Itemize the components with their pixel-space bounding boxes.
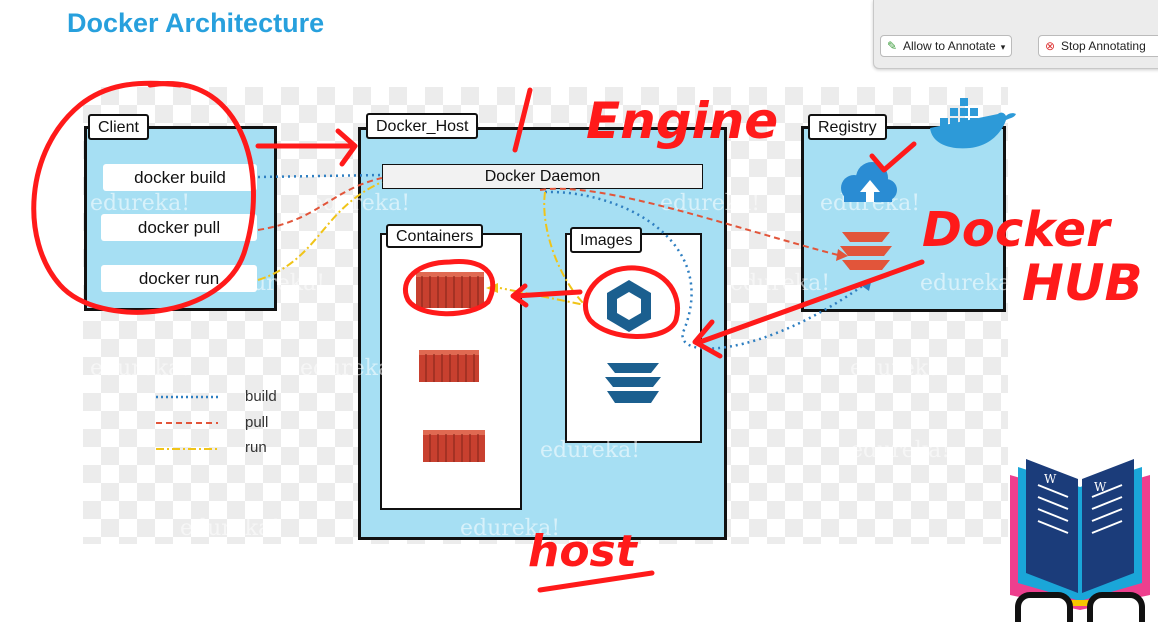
docker-whale-logo — [930, 98, 1016, 149]
image-circle-annotation — [583, 265, 680, 339]
legend-pull-label: pull — [245, 414, 269, 431]
legend-build-label: build — [245, 388, 277, 405]
svg-text:W: W — [1094, 480, 1107, 494]
daemon-pull-line — [539, 187, 839, 256]
docker-build-command: docker build — [103, 164, 257, 191]
watermark-text: edureka! — [920, 271, 1020, 296]
watermark-text: edureka! — [850, 356, 950, 381]
watermark-text: edureka! — [225, 271, 325, 296]
host-annotation: host — [528, 526, 639, 577]
watermark-text: edureka! — [850, 438, 950, 463]
book-glasses-logo: W W — [1010, 459, 1150, 622]
slash-annotation — [512, 87, 533, 153]
container-icon — [423, 430, 485, 462]
red-annotations — [31, 80, 925, 593]
chevron-down-icon: ▾ — [1000, 42, 1006, 52]
cloud-upload-icon — [841, 162, 897, 202]
watermark-text: edureka! — [660, 191, 760, 216]
svg-text:W: W — [1044, 472, 1057, 486]
daemon-build-line — [544, 190, 869, 350]
registry-label: Registry — [808, 114, 887, 140]
registry-check — [869, 141, 917, 173]
images-label: Images — [570, 227, 643, 253]
docker-daemon: Docker Daemon — [382, 164, 703, 189]
containers-label: Containers — [386, 224, 484, 248]
client-to-host-arrow — [255, 128, 358, 167]
daemon-run-line — [499, 191, 589, 307]
annotate-pen-icon: ✎ — [886, 39, 898, 53]
handwritten-labels: Engine Docker HUB host — [528, 92, 1143, 577]
pull-flow-line — [257, 177, 383, 231]
watermark-text: edureka! — [90, 191, 190, 216]
watermark-text: edureka! — [90, 356, 190, 381]
image-to-container-arrow — [510, 283, 583, 308]
hub-annotation: HUB — [1022, 254, 1143, 312]
image-stack-icon — [605, 363, 661, 403]
docker-pull-command: docker pull — [101, 214, 257, 241]
registry-box — [801, 126, 1006, 312]
host-underline — [537, 570, 655, 593]
watermark-text: edureka! — [540, 438, 640, 463]
stop-annotating-button[interactable]: ⊗ Stop Annotating — [1038, 35, 1158, 57]
run-flow-line — [257, 181, 383, 281]
watermark-text: edureka! — [300, 356, 400, 381]
image-hexagon-icon — [607, 280, 651, 332]
hub-arrow — [692, 259, 925, 359]
docker-host-label: Docker_Host — [366, 113, 479, 139]
pull-arrow-head — [836, 249, 848, 261]
allow-annotate-label: Allow to Annotate — [903, 39, 996, 53]
registry-stack-icon — [840, 232, 892, 270]
stop-annotate-icon: ⊗ — [1044, 39, 1056, 53]
allow-annotate-button[interactable]: ✎ Allow to Annotate ▾ — [880, 35, 1013, 57]
watermark-text: edureka! — [460, 516, 560, 541]
container-icon — [416, 272, 484, 308]
page-title: Docker Architecture — [67, 8, 325, 38]
watermarks: edureka! edureka! edureka! edureka! edur… — [90, 191, 1020, 541]
client-circle-annotation — [31, 80, 256, 315]
container-icon — [419, 350, 479, 382]
watermark-text: edureka! — [180, 516, 280, 541]
legend-run-label: run — [245, 439, 267, 456]
engine-annotation: Engine — [586, 92, 778, 150]
annotation-toolbar: ✎ Allow to Annotate ▾ ⊗ Stop Annotating — [873, 0, 1158, 69]
watermark-text: edureka! — [730, 271, 830, 296]
client-label: Client — [88, 114, 149, 140]
docker-annotation: Docker — [922, 202, 1113, 258]
container-circle-annotation — [402, 259, 496, 317]
build-flow-line — [257, 173, 383, 179]
stop-annotating-label: Stop Annotating — [1061, 39, 1146, 53]
